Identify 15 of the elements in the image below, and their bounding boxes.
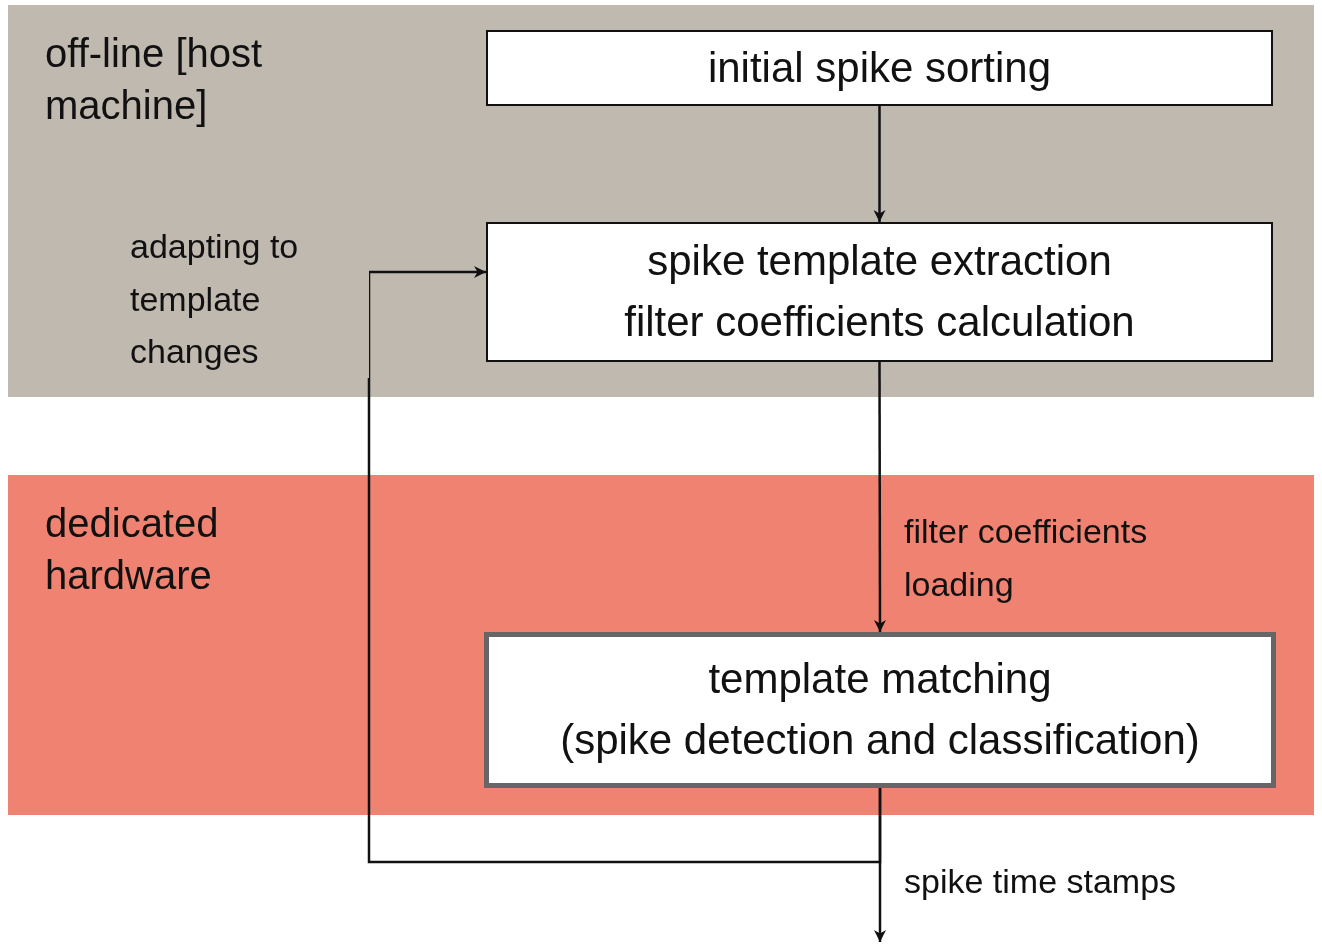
- box-label: filter coefficients calculation: [624, 297, 1135, 347]
- section-title: off-line [host machine]: [45, 30, 264, 129]
- box-label: template matching: [708, 654, 1052, 705]
- box-label: (spike detection and classification): [560, 715, 1200, 765]
- box-label: initial spike sorting: [707, 42, 1052, 93]
- process-box: [486, 30, 1273, 106]
- process-box: [484, 632, 1276, 788]
- process-box: [486, 222, 1273, 362]
- arrow: [873, 106, 886, 222]
- section-band: [8, 5, 1314, 397]
- box-label: spike template extraction: [647, 236, 1112, 287]
- section-band: [8, 475, 1314, 815]
- arrow: [874, 362, 886, 632]
- section-title: dedicated hardware: [45, 500, 220, 599]
- arrow: [367, 266, 882, 864]
